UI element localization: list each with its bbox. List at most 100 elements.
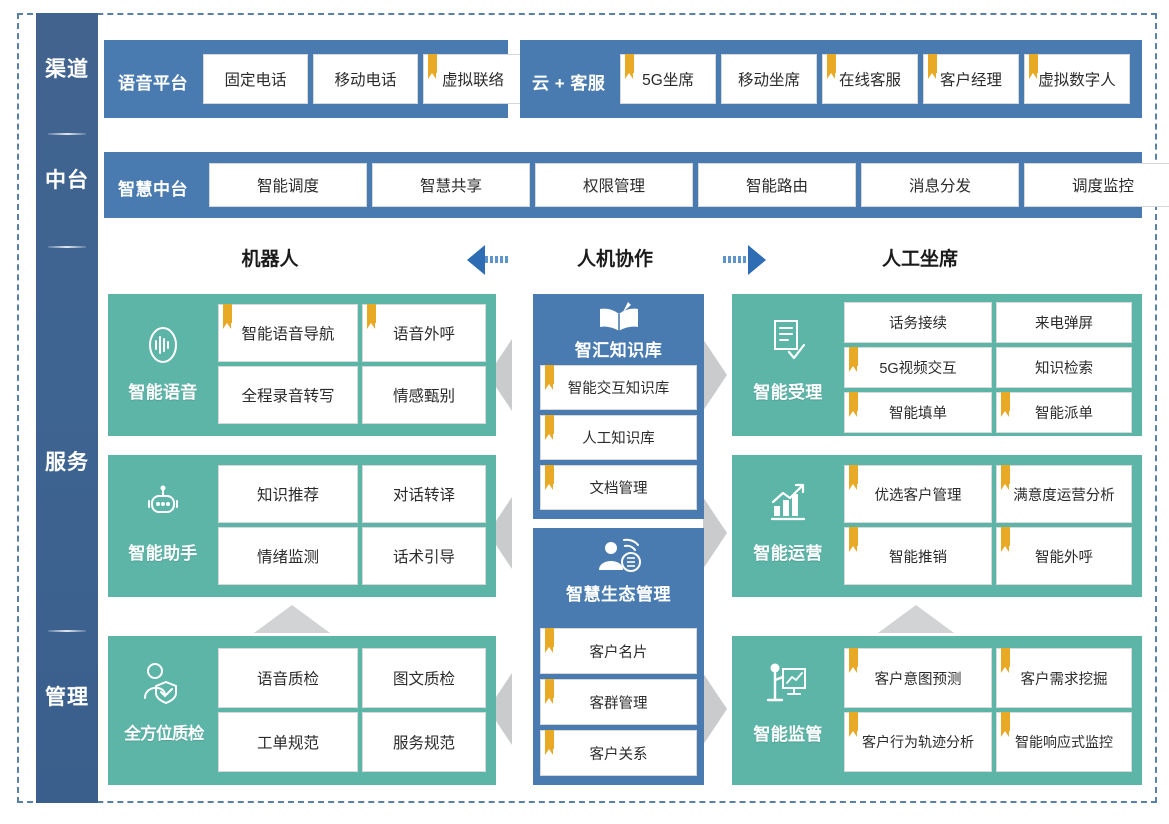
- bookmark-ribbon-icon: [1001, 712, 1010, 737]
- channel-group-voice-platform-title: 语音平台: [118, 69, 188, 94]
- chip-label: 对话转译: [392, 487, 455, 504]
- chip-label: 5G坐席: [642, 72, 694, 89]
- chip-label: 客户经理: [939, 72, 1002, 89]
- service-cell-voice-navigation[interactable]: 智能语音导航: [218, 304, 358, 362]
- chip-label: 语音质检: [256, 671, 319, 688]
- person-shield-icon: [134, 658, 186, 710]
- platform-row-title: 智慧中台: [118, 175, 188, 200]
- channel-group-cloud-service: 云 + 客服 5G坐席 移动坐席 在线客服 客户经理 虚拟数字人: [520, 40, 1142, 118]
- bookmark-ribbon-icon: [545, 415, 554, 440]
- service-cell-script-guidance[interactable]: 话术引导: [362, 527, 486, 585]
- sidebar-item-service[interactable]: 服务: [36, 450, 98, 475]
- chip-label: 话务接续: [889, 316, 947, 332]
- center-cell-customer-card[interactable]: 客户名片: [540, 628, 697, 674]
- service-cell-5g-video-interaction[interactable]: 5G视频交互: [844, 347, 992, 388]
- chip-label: 优选客户管理: [874, 487, 962, 504]
- center-group-knowledge-base: 智汇知识库 智能交互知识库 人工知识库 文档管理: [533, 294, 704, 519]
- group-label-text: 智能监管: [753, 725, 823, 744]
- bookmark-ribbon-icon: [625, 54, 634, 79]
- service-cell-smart-outbound[interactable]: 智能外呼: [996, 527, 1132, 585]
- service-cell-dialog-translation[interactable]: 对话转译: [362, 465, 486, 523]
- center-cell-customer-relation[interactable]: 客户关系: [540, 730, 697, 776]
- center-cell-interactive-kb[interactable]: 智能交互知识库: [540, 365, 697, 410]
- chip-label: 文档管理: [589, 481, 648, 497]
- channel-chip-fixed-phone[interactable]: 固定电话: [203, 54, 308, 104]
- center-group-knowledge-base-title: 智汇知识库: [533, 336, 704, 361]
- bookmark-ribbon-icon: [1001, 527, 1010, 552]
- platform-chip-smart-routing[interactable]: 智能路由: [698, 163, 856, 207]
- chip-label: 调度监控: [1071, 178, 1134, 195]
- service-group-smart-operation: 智能运营 优选客户管理 满意度运营分析 智能推销 智能外呼: [732, 455, 1142, 597]
- service-cell-satisfaction-analysis[interactable]: 满意度运营分析: [996, 465, 1132, 523]
- platform-chip-permission-mgmt[interactable]: 权限管理: [535, 163, 693, 207]
- service-cell-incoming-call-popup[interactable]: 来电弹屏: [996, 302, 1132, 343]
- service-cell-emotion-monitor[interactable]: 情绪监测: [218, 527, 358, 585]
- channel-chip-mobile-phone[interactable]: 移动电话: [313, 54, 418, 104]
- sidebar-label-midplatform: 中台: [45, 169, 89, 192]
- channel-chip-5g-seat[interactable]: 5G坐席: [620, 54, 716, 104]
- service-cell-customer-behavior-analysis[interactable]: 客户行为轨迹分析: [844, 712, 992, 772]
- service-cell-knowledge-recommend[interactable]: 知识推荐: [218, 465, 358, 523]
- chip-label: 情绪监测: [256, 549, 319, 566]
- service-cell-smart-form-filling[interactable]: 智能填单: [844, 392, 992, 433]
- service-group-smart-assistant-label: 智能助手: [114, 539, 212, 564]
- service-cell-premium-customer-mgmt[interactable]: 优选客户管理: [844, 465, 992, 523]
- service-cell-ticket-standard[interactable]: 工单规范: [218, 712, 358, 772]
- document-check-icon: [765, 316, 811, 364]
- arrow-right-tail: [723, 256, 748, 263]
- channel-chip-virtual-contact[interactable]: 虚拟联络: [423, 54, 523, 104]
- platform-chip-message-dispatch[interactable]: 消息分发: [861, 163, 1019, 207]
- channel-chip-virtual-human[interactable]: 虚拟数字人: [1024, 54, 1130, 104]
- center-cell-customer-group-mgmt[interactable]: 客群管理: [540, 679, 697, 725]
- service-cell-voice-outbound[interactable]: 语音外呼: [362, 304, 486, 362]
- service-cell-full-recording-transcription[interactable]: 全程录音转写: [218, 366, 358, 424]
- chip-label: 情感甄别: [392, 388, 455, 405]
- chip-label: 固定电话: [224, 72, 287, 89]
- sidebar-item-midplatform[interactable]: 中台: [36, 168, 98, 193]
- service-group-smart-supervision-label: 智能监管: [736, 720, 840, 745]
- channel-chip-online-service[interactable]: 在线客服: [822, 54, 918, 104]
- chip-label: 5G视频交互: [879, 361, 957, 377]
- service-cell-smart-responsive-monitoring[interactable]: 智能响应式监控: [996, 712, 1132, 772]
- bookmark-ribbon-icon: [849, 527, 858, 552]
- service-cell-smart-marketing[interactable]: 智能推销: [844, 527, 992, 585]
- sidebar-item-management[interactable]: 管理: [36, 685, 98, 710]
- bookmark-ribbon-icon: [827, 54, 836, 79]
- group-label-text: 智能助手: [128, 544, 198, 563]
- platform-chip-smart-sharing[interactable]: 智慧共享: [372, 163, 530, 207]
- diagram-outer-frame: [17, 13, 1157, 803]
- platform-chip-smart-dispatch[interactable]: 智能调度: [209, 163, 367, 207]
- bookmark-ribbon-icon: [545, 465, 554, 490]
- service-cell-voice-quality-check[interactable]: 语音质检: [218, 648, 358, 708]
- center-cell-manual-kb[interactable]: 人工知识库: [540, 415, 697, 460]
- group-title-text: 智汇知识库: [574, 341, 663, 360]
- smart-ecology-icon: [591, 536, 647, 578]
- chip-label: 客户行为轨迹分析: [862, 734, 974, 750]
- platform-chip-dispatch-monitor[interactable]: 调度监控: [1024, 163, 1169, 207]
- chip-label: 客户关系: [589, 746, 648, 763]
- service-cell-customer-intent-prediction[interactable]: 客户意图预测: [844, 648, 992, 708]
- service-cell-customer-demand-mining[interactable]: 客户需求挖掘: [996, 648, 1132, 708]
- service-cell-knowledge-search[interactable]: 知识检索: [996, 347, 1132, 388]
- service-cell-emotion-detection[interactable]: 情感甄别: [362, 366, 486, 424]
- bookmark-ribbon-icon: [849, 465, 858, 490]
- service-cell-service-standard[interactable]: 服务规范: [362, 712, 486, 772]
- service-group-smart-voice-label: 智能语音: [114, 378, 212, 403]
- chip-label: 智能派单: [1035, 406, 1093, 422]
- group-label-text: 智能运营: [753, 544, 823, 563]
- title-text: 语音平台: [118, 74, 188, 93]
- sidebar-item-channel[interactable]: 渠道: [36, 57, 98, 82]
- service-cell-text-image-quality-check[interactable]: 图文质检: [362, 648, 486, 708]
- service-cell-call-continuation[interactable]: 话务接续: [844, 302, 992, 343]
- chip-label: 智能外呼: [1035, 549, 1093, 566]
- service-cell-smart-dispatch-order[interactable]: 智能派单: [996, 392, 1132, 433]
- bookmark-ribbon-icon: [1001, 392, 1010, 417]
- channel-chip-mobile-seat[interactable]: 移动坐席: [721, 54, 817, 104]
- center-cell-document-mgmt[interactable]: 文档管理: [540, 465, 697, 510]
- group-label-text: 智能语音: [128, 383, 198, 402]
- service-group-smart-operation-label: 智能运营: [736, 539, 840, 564]
- service-group-smart-supervision: 智能监管 客户意图预测 客户需求挖掘 客户行为轨迹分析 智能响应式监控: [732, 636, 1142, 785]
- channel-chip-account-manager[interactable]: 客户经理: [923, 54, 1019, 104]
- bookmark-ribbon-icon: [223, 304, 232, 329]
